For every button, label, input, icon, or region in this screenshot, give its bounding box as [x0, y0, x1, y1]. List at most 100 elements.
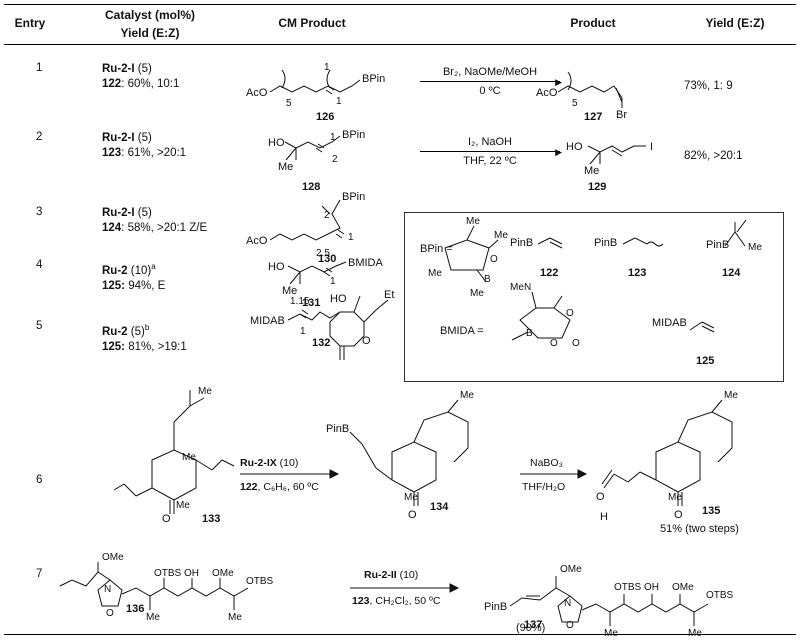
- cm130-aco: AcO: [246, 235, 268, 247]
- label-134: 134: [430, 501, 449, 513]
- entry-4: 4: [36, 259, 43, 271]
- p135-o-ald: O: [596, 491, 605, 503]
- header-product: Product: [570, 16, 616, 30]
- cm137-ome-2: OMe: [672, 582, 694, 593]
- sm133-me-top: Me: [198, 386, 212, 397]
- sm133-me-2: Me: [176, 500, 190, 511]
- p135-o: O: [674, 509, 683, 521]
- entry-2: 2: [36, 131, 43, 143]
- bottom-rule: [4, 634, 796, 635]
- legend-midab: MIDAB: [652, 317, 687, 329]
- label-136: 136: [126, 603, 144, 615]
- cond-row6-cat: Ru-2-IX (10): [240, 457, 298, 469]
- chain-130: [269, 199, 341, 241]
- legend-me-3: Me: [470, 288, 484, 299]
- ring-135: [655, 441, 701, 493]
- label-127: 127: [584, 111, 602, 123]
- oxazole-136: [97, 579, 123, 607]
- cm132-ho: HO: [330, 293, 347, 305]
- cm137-me-1: Me: [604, 628, 618, 639]
- legend-pinb-122: PinB: [510, 237, 533, 249]
- cm126-bpin: BPin: [362, 73, 385, 85]
- legend-bpin-eq: BPin =: [420, 243, 453, 255]
- cm131-b: 1: [330, 276, 336, 287]
- catalyst-row-2: Ru-2-I (5) 123: 61%, >20:1: [102, 132, 187, 159]
- legend-123: 123: [628, 267, 646, 279]
- sm136-ome-2: OMe: [212, 568, 234, 579]
- cm137-otbs-2: OTBS: [706, 590, 734, 601]
- legend-bmida-eq: BMIDA =: [440, 325, 484, 337]
- label-133: 133: [202, 513, 220, 525]
- yield-row-2: 82%, >20:1: [684, 150, 743, 162]
- header-cm-product: CM Product: [278, 16, 346, 30]
- catalyst-row-5: Ru-2 (5)b 125: 81%, >19:1: [102, 323, 187, 353]
- header-catalyst: Catalyst (mol%) Yield (E:Z): [100, 8, 200, 40]
- legend-me-1: Me: [466, 216, 480, 227]
- sm133-o: O: [162, 513, 171, 525]
- legend-me-4: Me: [428, 268, 442, 279]
- cm128-a: 1: [330, 132, 336, 143]
- cm131-bmida: BMIDA: [348, 257, 384, 269]
- p129-i: I: [650, 141, 653, 153]
- cm137-me-2: Me: [688, 628, 702, 639]
- entry-7: 7: [36, 568, 43, 580]
- cm126-a: 1: [324, 62, 330, 73]
- cond-row6-ox-top: NaBO₃: [530, 457, 563, 469]
- p135-h: H: [600, 511, 608, 523]
- header-yield: Yield (E:Z): [705, 16, 765, 30]
- label-135: 135: [702, 505, 720, 517]
- cm137-otbs-1: OTBS: [614, 582, 642, 593]
- legend-pinb-123: PinB: [594, 237, 617, 249]
- cm126-aco: AcO: [246, 87, 268, 99]
- sm136-otbs-1: OTBS: [154, 568, 182, 579]
- label-137: 137: [524, 619, 542, 631]
- yield-row-7: (90%): [516, 622, 545, 634]
- cm131-a: 2.5: [316, 248, 330, 259]
- cm134-me-1: Me: [460, 390, 474, 401]
- cm130-b: 1: [348, 232, 354, 243]
- yield-row-6: 51% (two steps): [660, 523, 739, 535]
- chain-131: [287, 261, 347, 273]
- legend-124: 124: [722, 267, 741, 279]
- p135-me-1: Me: [724, 390, 738, 401]
- legend-o-2: O: [566, 308, 574, 319]
- chain-137-vinyl: [509, 587, 571, 607]
- chain-136-allyl: [59, 571, 111, 587]
- cm137-ome: OMe: [560, 564, 582, 575]
- ring-132: [329, 311, 365, 347]
- oxazole-137: [557, 595, 583, 623]
- p129-ho: HO: [566, 141, 583, 153]
- cm126-n: 5: [286, 98, 292, 109]
- cm134-me-2: Me: [404, 492, 418, 503]
- cm128-ho: HO: [268, 137, 285, 149]
- legend-122: 122: [540, 267, 558, 279]
- label-132: 132: [312, 337, 330, 349]
- label-129: 129: [588, 181, 606, 193]
- reagent-legend-box: [404, 212, 784, 382]
- p127-br: Br: [616, 109, 627, 121]
- legend-pinb-124: PinB: [706, 239, 729, 251]
- p135-me-2: Me: [668, 492, 682, 503]
- cm132-a: 1.15: [290, 296, 310, 307]
- entry-1: 1: [36, 62, 43, 74]
- chain-127: [557, 85, 623, 108]
- legend-b-2: B: [526, 328, 533, 339]
- p127-aco: AcO: [536, 87, 558, 99]
- reagent-row-2: I₂, NaOH ▶ THF, 22 ºC: [420, 136, 562, 167]
- legend-b: B: [484, 274, 491, 285]
- label-130: 130: [318, 253, 336, 265]
- sm136-ome: OMe: [102, 552, 124, 563]
- cm137-oh: OH: [644, 582, 659, 593]
- sm136-me-2: Me: [228, 612, 242, 623]
- cond-row7-sub: 123, CH₂Cl₂, 50 ºC: [352, 595, 441, 607]
- top-rule: [4, 4, 796, 5]
- cm132-midab: MIDAB: [250, 315, 285, 327]
- header-catalyst-yield: Yield (E:Z): [120, 26, 180, 40]
- label-131: 131: [302, 297, 320, 309]
- chain-128: [284, 135, 341, 149]
- entry-3: 3: [36, 206, 43, 218]
- chain-132: [287, 311, 341, 321]
- sm136-o: O: [106, 608, 114, 619]
- label-128: 128: [302, 181, 320, 193]
- catalyst-row-3: Ru-2-I (5) 124: 58%, >20:1 Z/E: [102, 207, 208, 234]
